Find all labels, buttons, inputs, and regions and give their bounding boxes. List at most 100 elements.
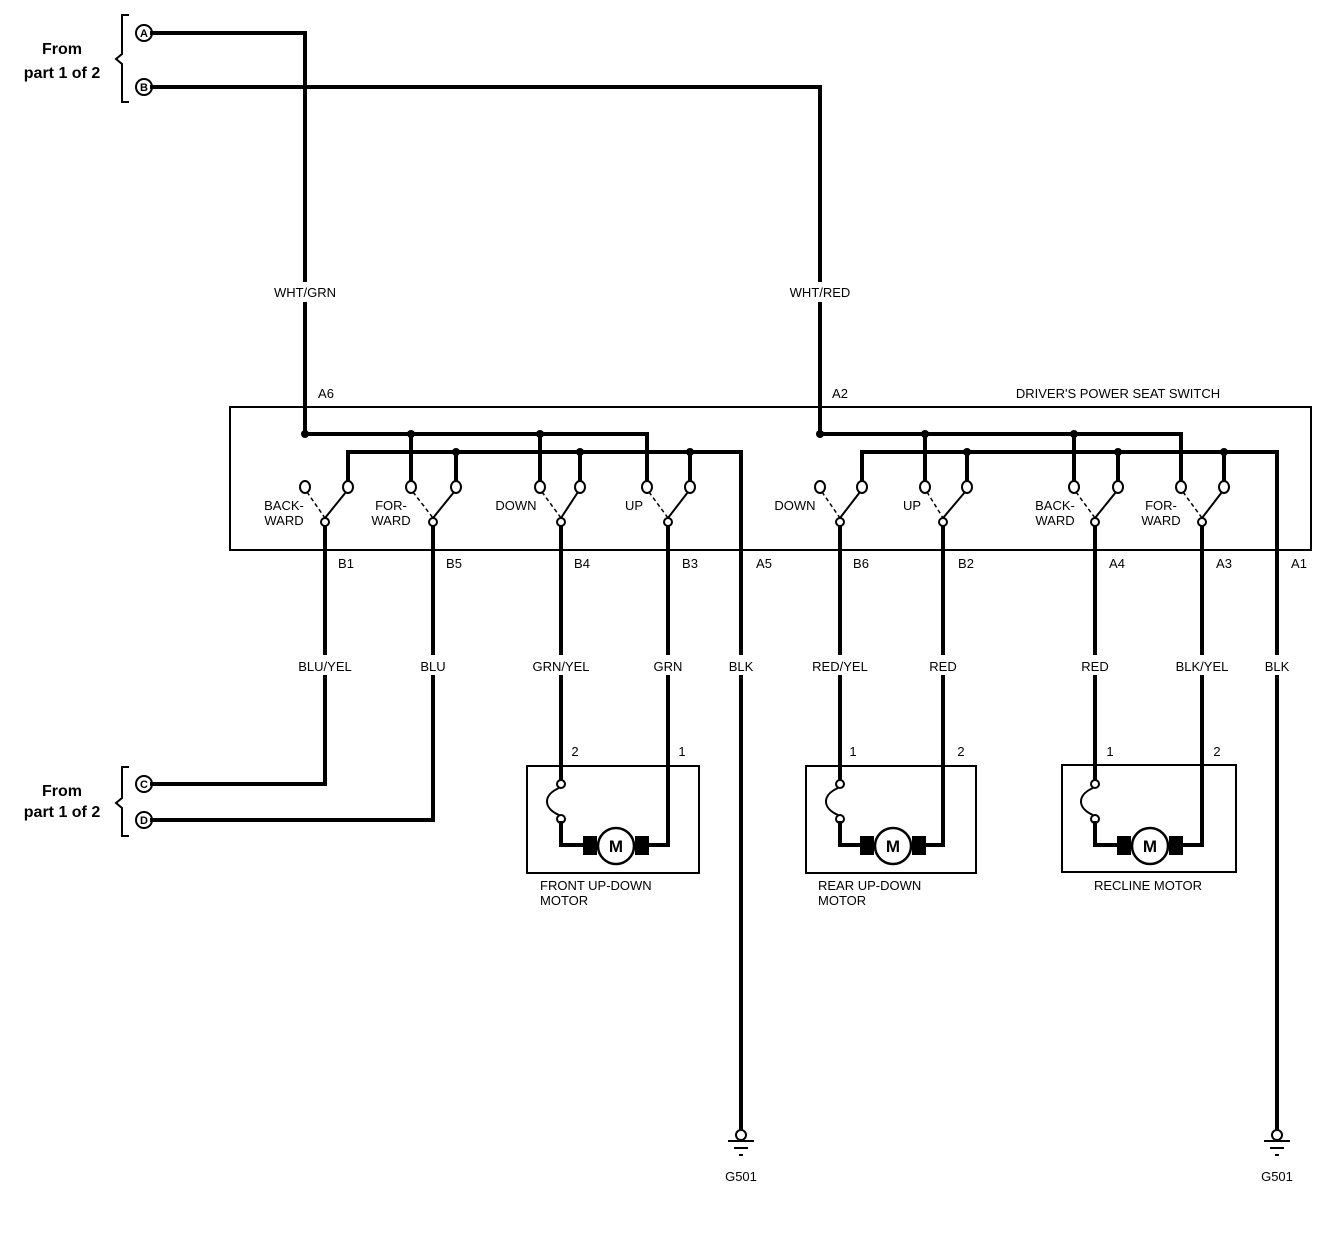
bus-left-power	[303, 432, 649, 482]
switch-pole-b-1	[450, 480, 462, 494]
switch-arm-6	[1094, 491, 1117, 519]
motor-rear-pin-right: 2	[957, 744, 964, 759]
motor-front: M	[526, 765, 700, 874]
wire-label-blu-yel: BLU/YEL	[298, 659, 351, 674]
switch-arm-2	[560, 491, 579, 519]
switch-arm-5	[942, 491, 966, 519]
svg-text:C: C	[140, 779, 148, 791]
switch-pole-b-3	[684, 480, 696, 494]
wire-labels: BLU/YEL BLU GRN/YEL GRN BLK RED/YEL RED …	[290, 655, 1295, 675]
svg-text:D: D	[140, 815, 148, 827]
bus-right-power	[818, 432, 1183, 482]
pin-a2: A2	[832, 386, 848, 401]
switch-common-5	[938, 517, 948, 527]
switch-arm-0	[324, 491, 347, 519]
switch-common-6	[1090, 517, 1100, 527]
bus-left-ground	[346, 450, 743, 482]
switch-pole-b-5	[961, 480, 973, 494]
switch-arm-3	[667, 491, 689, 519]
switch-arm-4	[839, 491, 861, 519]
motor-recline-brush-left	[1117, 836, 1131, 855]
from-label-top-line1: From	[42, 41, 82, 58]
from-label-bottom-line1: From	[42, 783, 82, 800]
switch-label-backward-left-2: WARD	[264, 513, 303, 528]
switch-blade-3	[648, 491, 669, 519]
wire-label-grn-yel: GRN/YEL	[532, 659, 589, 674]
switch-pole-b-6	[1112, 480, 1124, 494]
pin-b2: B2	[958, 556, 974, 571]
wire-label-blu: BLU	[420, 659, 445, 674]
switch-pole-b-0	[342, 480, 354, 494]
svg-text:A: A	[140, 28, 148, 40]
motor-labels: FRONT UP-DOWN MOTOR REAR UP-DOWN MOTOR R…	[540, 878, 1202, 908]
wire-wht-grn	[150, 31, 307, 436]
switch-label-backward-right-2: WARD	[1035, 513, 1074, 528]
switch-pole-a-6	[1068, 480, 1080, 494]
wire-label-red-yel: RED/YEL	[812, 659, 868, 674]
from-label-top-line2: part 1 of 2	[24, 65, 101, 82]
motor-recline-pin-left: 1	[1106, 744, 1113, 759]
pin-b4: B4	[574, 556, 590, 571]
connector-d: D	[135, 811, 153, 829]
switch-blade-7	[1182, 491, 1203, 519]
wire-label-grn: GRN	[654, 659, 683, 674]
connector-a: A	[135, 24, 153, 42]
drop-left-1	[409, 432, 692, 482]
switch-label-backward-right: BACK-	[1035, 498, 1075, 513]
switch-label-forward-right-2: WARD	[1141, 513, 1180, 528]
switch-pole-b-2	[574, 480, 586, 494]
connector-b: B	[135, 78, 153, 96]
ground-left: G501	[725, 1129, 757, 1184]
motor-front-pin-left: 2	[571, 744, 578, 759]
motor-front-brush-right	[635, 836, 649, 855]
switch-pole-b-7	[1218, 480, 1230, 494]
switch-blade-0	[306, 491, 326, 519]
switch-common-4	[835, 517, 845, 527]
motor-rear-label-1: REAR UP-DOWN	[818, 878, 921, 893]
motor-rear-brush-left	[860, 836, 874, 855]
switch-pole-a-1	[405, 480, 417, 494]
switch-label-down-left: DOWN	[495, 498, 536, 513]
pin-a5: A5	[756, 556, 772, 571]
switch-pole-a-4	[814, 480, 826, 494]
pin-b6: B6	[853, 556, 869, 571]
switch-label-down-right: DOWN	[774, 498, 815, 513]
motor-front-label-2: MOTOR	[540, 893, 588, 908]
wire-blu	[150, 526, 435, 822]
ground-right-label: G501	[1261, 1169, 1293, 1184]
motor-recline-label: RECLINE MOTOR	[1094, 878, 1202, 893]
motor-front-brush-left	[583, 836, 597, 855]
svg-text:B: B	[140, 82, 148, 94]
wire-label-blk-right: BLK	[1265, 659, 1290, 674]
pin-a1: A1	[1291, 556, 1307, 571]
pin-a3: A3	[1216, 556, 1232, 571]
switch-labels: BACK- WARD FOR- WARD DOWN UP DOWN UP BAC…	[264, 498, 1180, 528]
switch-common-2	[556, 517, 566, 527]
bus-right-ground	[860, 450, 1279, 482]
switch-blade-5	[926, 491, 944, 519]
switch-title: DRIVER'S POWER SEAT SWITCH	[1016, 386, 1220, 401]
motor-rear-pin-left: 1	[849, 744, 856, 759]
switch-label-forward-left-2: WARD	[371, 513, 410, 528]
from-label-bottom-line2: part 1 of 2	[24, 804, 101, 821]
motor-rear-brush-right	[912, 836, 926, 855]
motor-recline: M	[1061, 764, 1237, 873]
motor-rear: M	[805, 765, 977, 874]
pin-b1: B1	[338, 556, 354, 571]
switch-label-forward-left: FOR-	[375, 498, 407, 513]
switch-common-0	[320, 517, 330, 527]
switch-label-up-left: UP	[625, 498, 643, 513]
switch-contacts	[299, 480, 1230, 527]
switch-common-3	[663, 517, 673, 527]
switch-blade-2	[541, 491, 562, 519]
motor-front-pin-right: 1	[678, 744, 685, 759]
pin-b5: B5	[446, 556, 462, 571]
switch-label-forward-right: FOR-	[1145, 498, 1177, 513]
bracket-bottom	[114, 766, 129, 837]
motor-pin-labels: 2 1 1 2 1 2	[571, 744, 1220, 759]
motor-rear-label-2: MOTOR	[818, 893, 866, 908]
wire-label-blk-yel: BLK/YEL	[1176, 659, 1229, 674]
ground-right: G501	[1261, 1129, 1293, 1184]
switch-pole-b-4	[856, 480, 868, 494]
